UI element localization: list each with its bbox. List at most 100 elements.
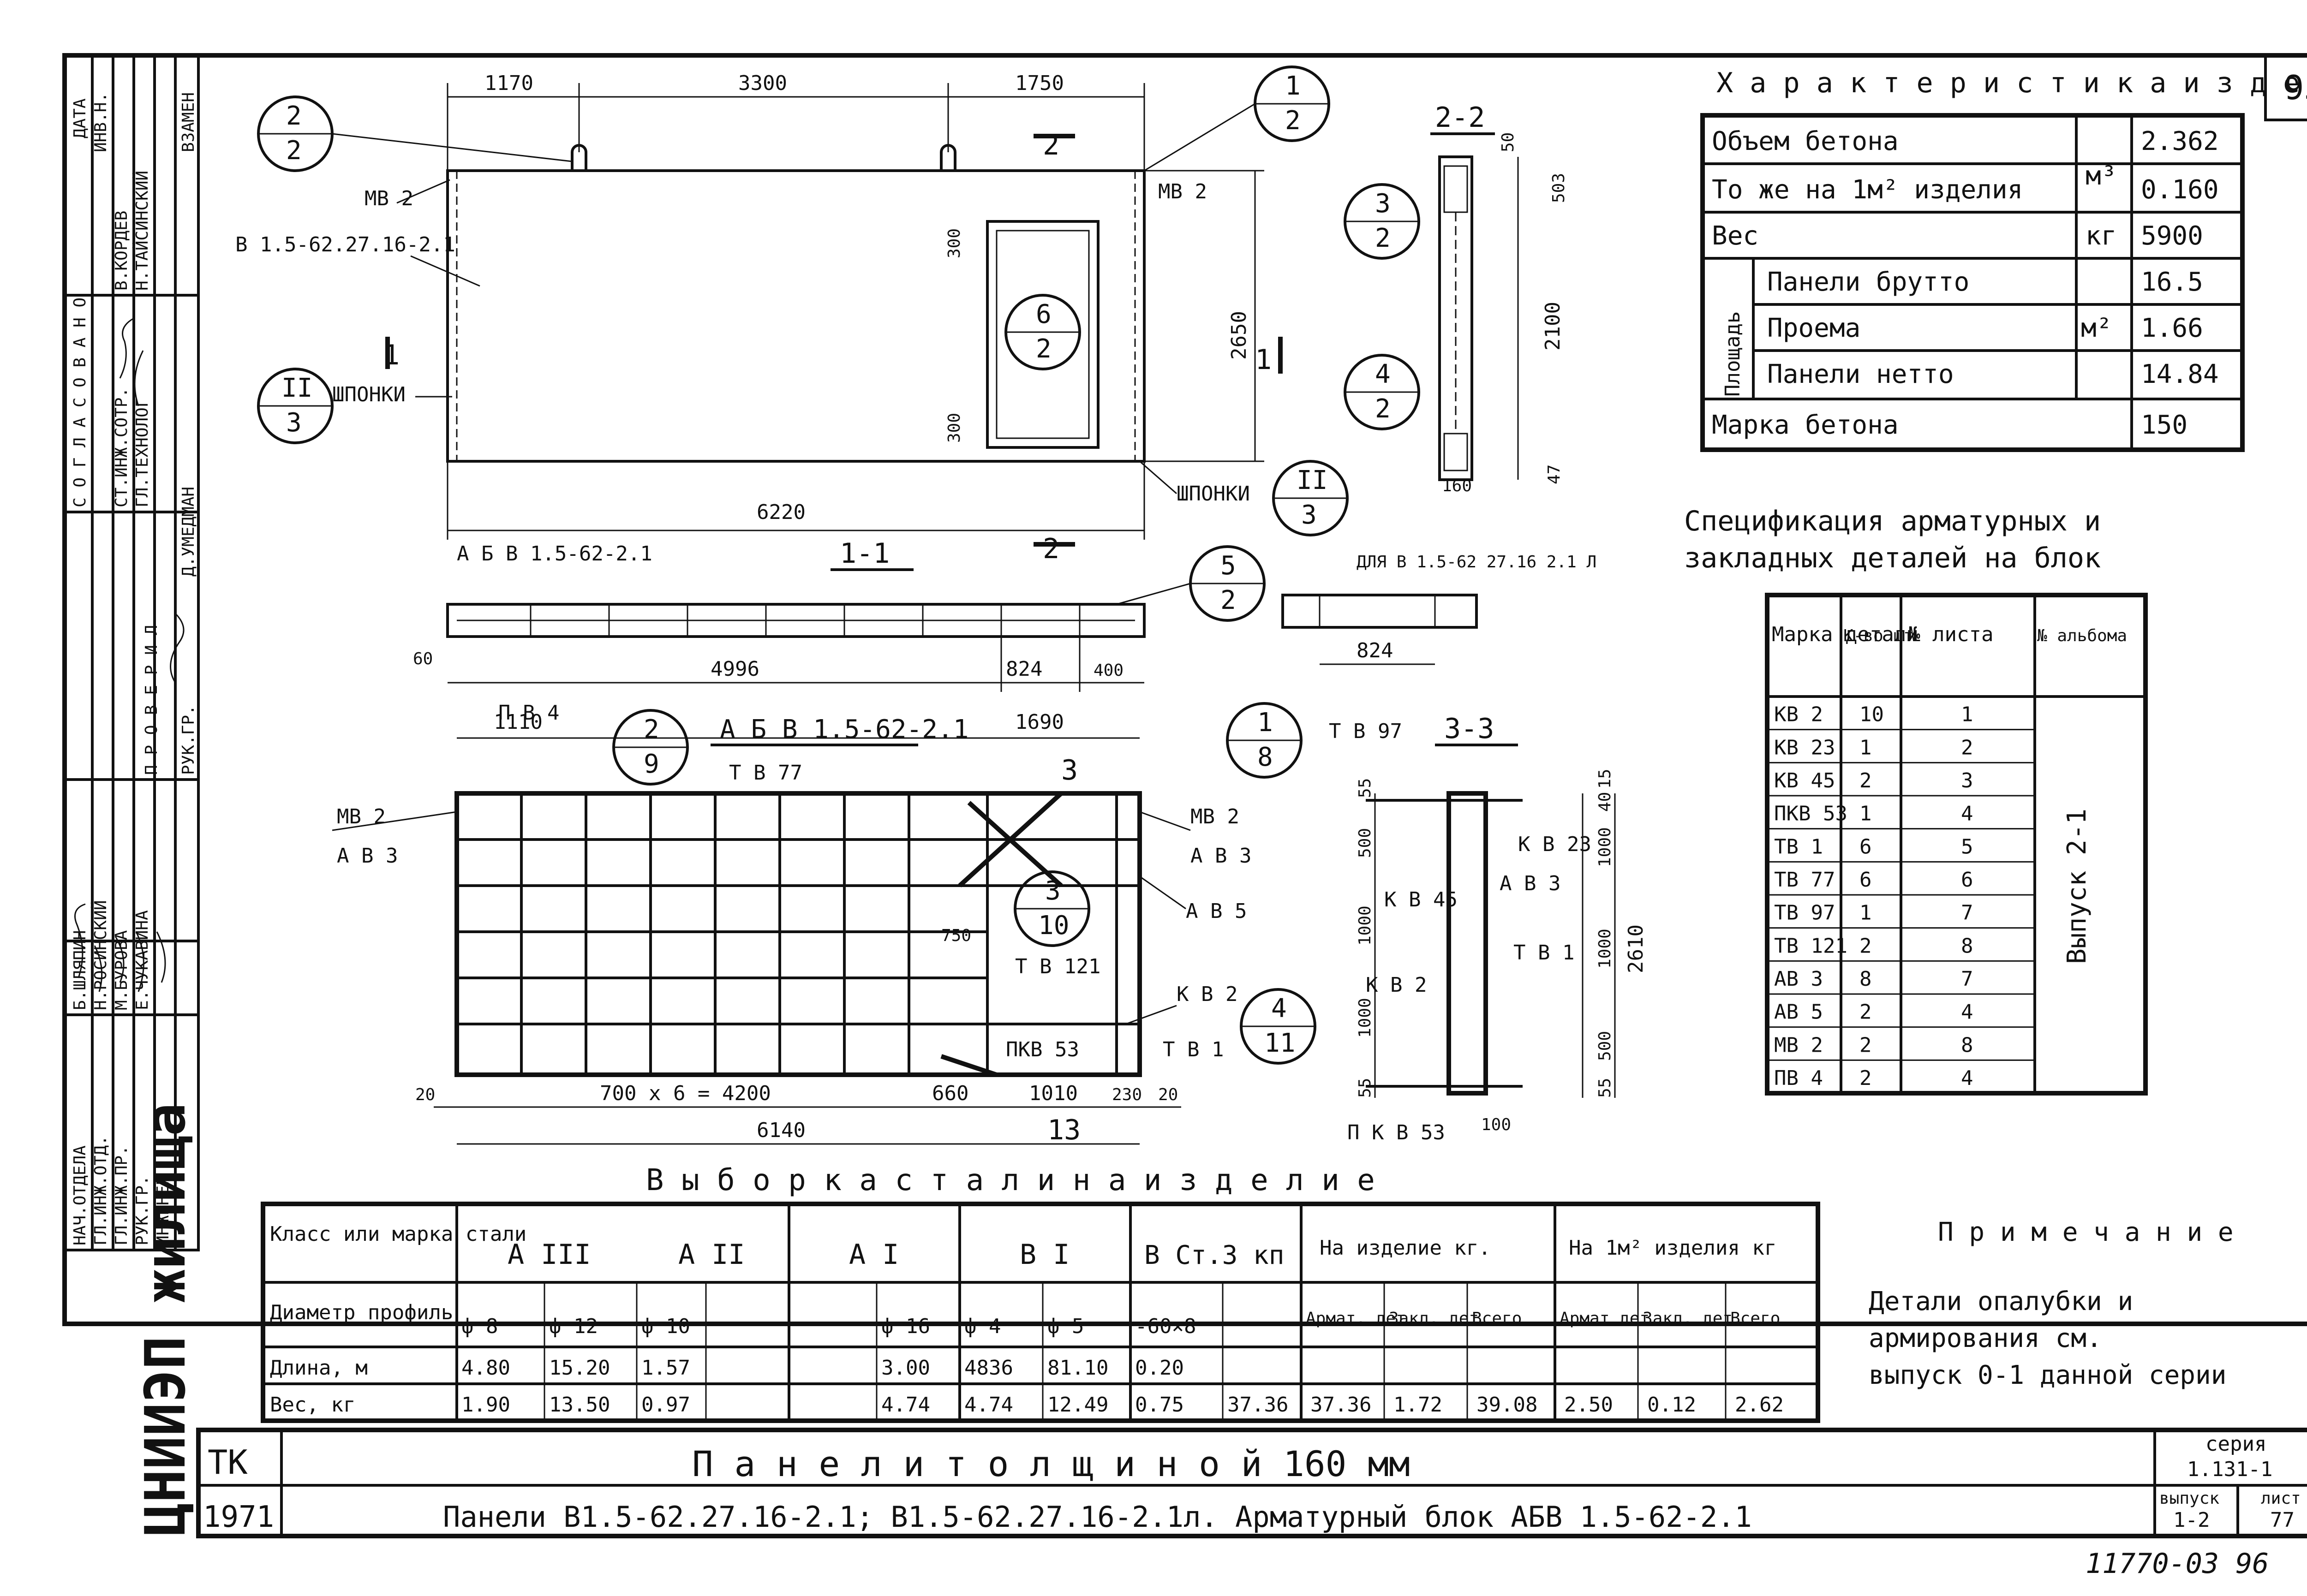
spec-header-4: № альбома xyxy=(2037,626,2127,645)
block-label-mb2-right: МВ 2 xyxy=(1190,805,1239,828)
door-opening xyxy=(986,220,1100,449)
spec-cell: 2 xyxy=(1859,769,1872,792)
panel-dim-2650: 2650 xyxy=(1227,311,1251,360)
svg-text:II: II xyxy=(281,373,312,403)
panel-bubble-6-2: 6 2 xyxy=(1004,294,1081,370)
stamp-rukgr: РУК.ГР. xyxy=(179,705,198,775)
block-dim-1010: 1010 xyxy=(1029,1082,1078,1105)
spec-cell: 10 xyxy=(1859,703,1884,727)
block-sec-13: 13 xyxy=(1047,1114,1081,1146)
spec-cell: 7 xyxy=(1961,967,1973,991)
block-bubble-2-9: 2 9 xyxy=(612,709,689,786)
panel-dim-1170: 1170 xyxy=(484,71,533,95)
title-tk: ТК xyxy=(208,1443,248,1482)
section33-dim-2610: 2610 xyxy=(1624,924,1648,973)
section33-label-pkv53: П К В 53 xyxy=(1347,1121,1445,1144)
section33-dim-1000c: 1000 xyxy=(1596,827,1614,867)
stamp-role-top-2: ГЛ.ТЕХНОЛОГ xyxy=(133,398,152,507)
steel-profile-cell: -60×8 xyxy=(1135,1315,1196,1338)
svg-text:2: 2 xyxy=(286,136,302,166)
stamp-date: ДАТА xyxy=(71,98,90,138)
left-stamp-frame xyxy=(63,54,200,1251)
spec-cell: 6 xyxy=(1859,868,1872,892)
steel-weight-cell: 37.36 xyxy=(1227,1393,1288,1417)
steel-weight-cell: 1.90 xyxy=(461,1393,510,1417)
steel-sub-header: Всего xyxy=(1472,1309,1522,1328)
steel-rowhead-1: Класс или марка стали xyxy=(270,1222,526,1246)
char-row-3-label: Вес xyxy=(1712,221,1758,251)
spec-cell: ТВ 77 xyxy=(1774,868,1835,892)
section11-label: А Б В 1.5-62-2.1 xyxy=(457,542,652,566)
spec-cell: 2 xyxy=(1859,1066,1872,1090)
panel-dim-6220: 6220 xyxy=(757,500,806,524)
stamp-checked: П Р О В Е Р И Л xyxy=(142,625,161,775)
panel-elevation: 1170 3300 1750 6220 2650 300 300 МВ 2 МВ… xyxy=(235,66,1349,565)
section11-detail-dim: 824 xyxy=(1357,639,1393,662)
title-sub: Панели В1.5-62.27.16-2.1; В1.5-62.27.16-… xyxy=(443,1500,1752,1534)
svg-text:4: 4 xyxy=(1375,359,1391,389)
spec-cell: 2 xyxy=(1859,1000,1872,1024)
panel-label-shponki-left: ШПОНКИ xyxy=(332,383,406,406)
steel-sub-header: Закл. дет xyxy=(1389,1309,1479,1328)
spec-cell: 4 xyxy=(1961,1066,1973,1090)
section33-dim-500: 500 xyxy=(1356,828,1375,858)
steel-weight-cell: 4.74 xyxy=(881,1393,930,1417)
block-label-ab3-right: А В 3 xyxy=(1190,844,1251,868)
note-line-2: армирования см. xyxy=(1869,1323,2102,1353)
spec-title-1: Спецификация арматурных и xyxy=(1684,505,2101,537)
panel-bubble-II-3-left: II 3 xyxy=(257,368,334,444)
section-2-2: 2-2 50 503 2100 47 160 3 2 4 2 xyxy=(1344,101,1568,495)
svg-text:3: 3 xyxy=(1301,500,1317,530)
title-issue-label: выпуск xyxy=(2159,1489,2219,1508)
block-title: А Б В 1.5-62-2.1 xyxy=(720,715,968,744)
steel-total-cell: 37.36 xyxy=(1310,1393,1371,1417)
steel-weight-cell: 13.50 xyxy=(549,1393,610,1417)
block-dim-660: 660 xyxy=(932,1082,968,1105)
svg-text:2: 2 xyxy=(286,101,302,131)
steel-length-cell: 0.20 xyxy=(1135,1356,1184,1380)
steel-weight-cell: 0.97 xyxy=(641,1393,690,1417)
char-row-1-label: Объем бетона xyxy=(1712,126,1899,156)
section33-dim-1000d: 1000 xyxy=(1596,929,1614,969)
char-row-6-value: 14.84 xyxy=(2141,359,2219,389)
panel-dim-1750: 1750 xyxy=(1015,71,1064,95)
panel-dim-300b: 300 xyxy=(945,413,964,443)
spec-cell: 2 xyxy=(1859,934,1872,958)
stamp-name-top-2: Н.ТАЙСИНСКИЙ xyxy=(132,171,152,291)
block-bubble-1-8: 1 8 xyxy=(1226,702,1303,779)
characteristics-title: Х а р а к т е р и с т и к а и з д е л и … xyxy=(1716,67,2307,99)
steel-rowhead-4: Вес, кг xyxy=(270,1393,355,1417)
section22-dim-160: 160 xyxy=(1442,476,1472,495)
char-row-5-label: Проема xyxy=(1767,313,1860,343)
block-dim-20a: 20 xyxy=(415,1085,435,1104)
title-series: 1.131-1 xyxy=(2187,1458,2272,1481)
section33-label-kv2: К В 2 xyxy=(1366,973,1427,997)
section33-label-kv23: К В 23 xyxy=(1518,833,1591,856)
spec-cell: 2 xyxy=(1859,1033,1872,1057)
section11-dim-400: 400 xyxy=(1094,661,1124,680)
steel-rowhead-3: Длина, м xyxy=(270,1356,368,1380)
svg-text:4: 4 xyxy=(1271,994,1287,1024)
spec-cell: 8 xyxy=(1961,934,1973,958)
steel-profile-cell: ф 12 xyxy=(549,1315,598,1338)
sheet-number: 95 xyxy=(2284,68,2307,107)
svg-text:3: 3 xyxy=(286,408,302,438)
title-sheet-label: лист xyxy=(2261,1489,2301,1508)
char-row-7-label: Марка бетона xyxy=(1712,410,1899,440)
svg-text:2: 2 xyxy=(1036,334,1052,364)
steel-total-cell: 2.50 xyxy=(1564,1393,1613,1417)
svg-text:8: 8 xyxy=(1257,742,1273,772)
section-1-1: 1-1 А Б В 1.5-62-2.1 60 4996 824 400 5 2… xyxy=(413,537,1596,692)
svg-text:3: 3 xyxy=(1045,876,1061,906)
steel-profile-cell: ф 4 xyxy=(964,1315,1001,1338)
steel-sub-header: Армат дет. xyxy=(1560,1309,1660,1328)
section33-label-tv1: Т В 1 xyxy=(1513,941,1574,965)
stamp-role-5: ИНЖЕНЕР xyxy=(154,1175,173,1245)
section11-bubble-5-2: 5 2 xyxy=(1189,545,1266,622)
sheet-number-box xyxy=(2264,54,2307,121)
spec-cell: КВ 23 xyxy=(1774,736,1835,759)
spec-cell: 3 xyxy=(1961,769,1973,792)
char-row-3-unit: кг xyxy=(2086,221,2116,251)
spec-cell: ТВ 1 xyxy=(1774,835,1823,858)
